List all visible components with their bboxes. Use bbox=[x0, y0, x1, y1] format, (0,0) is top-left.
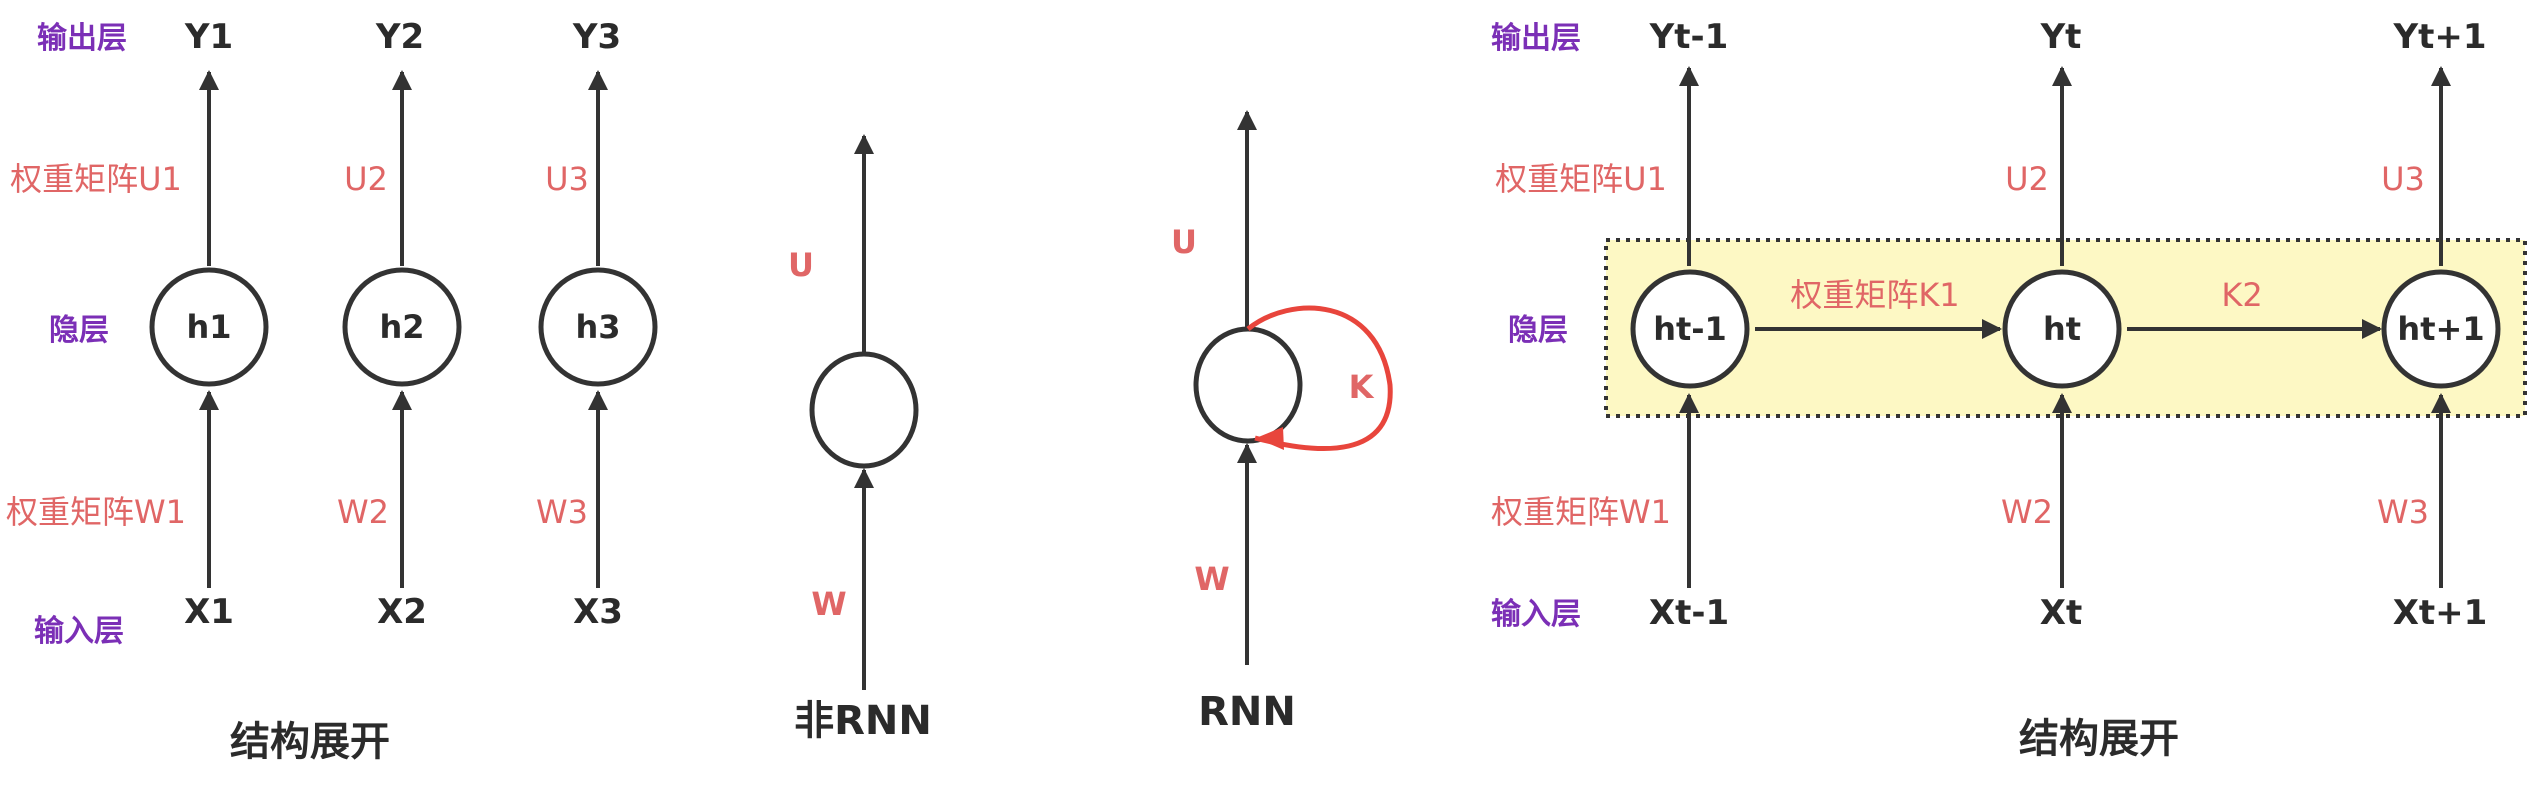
hidden-node-ht-minus-1-label: ht-1 bbox=[1653, 310, 1727, 348]
output-yt: Yt bbox=[2040, 17, 2082, 57]
hidden-node-h2 bbox=[342, 267, 462, 387]
hidden-node-ht-plus-1 bbox=[2381, 269, 2501, 389]
weight-k2-label: K2 bbox=[2221, 276, 2262, 314]
right-input-layer-label: 输入层 bbox=[1491, 597, 1581, 632]
rnn-diagram: U K W RNN bbox=[1171, 110, 1393, 735]
right-unrolled-diagram: 输出层 隐层 输入层 Yt-1 权重矩阵U1 ht-1 权重矩阵W1 Xt-1 … bbox=[1491, 17, 2527, 762]
non-rnn-node bbox=[809, 351, 919, 469]
hidden-node-ht-plus-1-label: ht+1 bbox=[2397, 310, 2484, 348]
weight-w1-label-t: 权重矩阵W1 bbox=[1491, 493, 1671, 531]
hidden-node-h3 bbox=[538, 267, 658, 387]
right-column-t-minus-1: Yt-1 权重矩阵U1 ht-1 权重矩阵W1 Xt-1 bbox=[1491, 17, 1750, 633]
weight-w1-label: 权重矩阵W1 bbox=[6, 493, 186, 531]
hidden-node-h3-label: h3 bbox=[575, 308, 620, 346]
right-caption: 结构展开 bbox=[2019, 716, 2179, 762]
non-rnn-u-label: U bbox=[788, 246, 814, 284]
hidden-node-ht bbox=[2002, 269, 2122, 389]
input-xt-plus-1: Xt+1 bbox=[2393, 593, 2488, 633]
input-xt: Xt bbox=[2040, 593, 2082, 633]
right-column-t-plus-1: Yt+1 U3 ht+1 W3 Xt+1 bbox=[2377, 17, 2501, 633]
left-output-layer-label: 输出层 bbox=[37, 21, 127, 56]
weight-u3-label-t: U3 bbox=[2381, 160, 2425, 198]
rnn-caption: RNN bbox=[1198, 689, 1296, 735]
left-hidden-layer-label: 隐层 bbox=[49, 313, 109, 348]
rnn-loop-arrowhead bbox=[1256, 427, 1284, 450]
weight-u1-label: 权重矩阵U1 bbox=[10, 160, 182, 198]
left-column-1: Y1 权重矩阵U1 h1 权重矩阵W1 X1 bbox=[6, 17, 269, 632]
output-yt-plus-1: Yt+1 bbox=[2392, 17, 2486, 57]
weight-w3-label: W3 bbox=[536, 493, 588, 531]
hidden-node-h1-label: h1 bbox=[186, 308, 231, 346]
hidden-node-h2-label: h2 bbox=[379, 308, 424, 346]
rnn-u-label: U bbox=[1171, 223, 1197, 261]
output-y1: Y1 bbox=[184, 17, 233, 57]
input-x3: X3 bbox=[573, 592, 623, 632]
rnn-recurrent-loop bbox=[1246, 305, 1393, 451]
input-xt-minus-1: Xt-1 bbox=[1649, 593, 1729, 633]
input-x1: X1 bbox=[184, 592, 234, 632]
weight-w2-label: W2 bbox=[337, 493, 389, 531]
non-rnn-caption: 非RNN bbox=[794, 698, 932, 744]
rnn-w-label: W bbox=[1194, 560, 1229, 598]
left-column-3: Y3 U3 h3 W3 X3 bbox=[536, 17, 658, 632]
non-rnn-diagram: U W 非RNN bbox=[788, 134, 932, 744]
rnn-node bbox=[1193, 326, 1303, 444]
hidden-node-ht-label: ht bbox=[2043, 310, 2081, 348]
input-x2: X2 bbox=[377, 592, 427, 632]
weight-w3-label-t: W3 bbox=[2377, 493, 2429, 531]
left-column-2: Y2 U2 h2 W2 X2 bbox=[337, 17, 462, 632]
right-column-t: Yt U2 ht W2 Xt bbox=[2001, 17, 2122, 633]
hidden-node-ht-minus-1 bbox=[1630, 269, 1750, 389]
weight-u2-label: U2 bbox=[344, 160, 388, 198]
hidden-node-h1 bbox=[149, 267, 269, 387]
right-output-layer-label: 输出层 bbox=[1491, 21, 1581, 56]
weight-u3-label: U3 bbox=[545, 160, 589, 198]
left-caption: 结构展开 bbox=[230, 719, 390, 765]
non-rnn-w-label: W bbox=[811, 585, 846, 623]
weight-u2-label-t: U2 bbox=[2005, 160, 2049, 198]
output-yt-minus-1: Yt-1 bbox=[1649, 17, 1729, 57]
weight-u1-label-t: 权重矩阵U1 bbox=[1495, 160, 1667, 198]
right-hidden-layer-label: 隐层 bbox=[1508, 313, 1568, 348]
output-y2: Y2 bbox=[375, 17, 424, 57]
weight-w2-label-t: W2 bbox=[2001, 493, 2053, 531]
output-y3: Y3 bbox=[572, 17, 621, 57]
weight-k1-label: 权重矩阵K1 bbox=[1790, 276, 1959, 314]
left-unrolled-diagram: 输出层 隐层 输入层 Y1 权重矩阵U1 h1 权重矩阵W1 X1 Y2 U2 … bbox=[6, 17, 658, 765]
rnn-k-label: K bbox=[1349, 368, 1375, 406]
left-input-layer-label: 输入层 bbox=[34, 614, 124, 649]
